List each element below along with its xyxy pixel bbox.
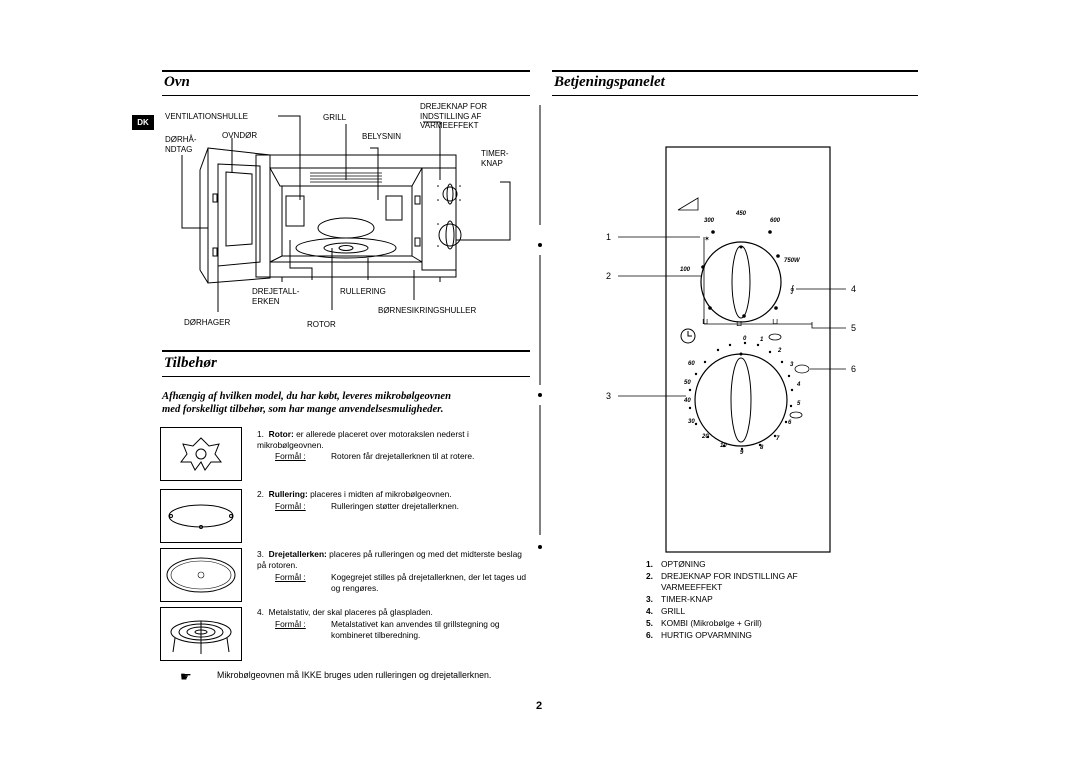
label-control-knob: DREJEKNAP FOR INDSTILLING AF VARMEEFFEKT bbox=[420, 102, 487, 130]
purpose-value: Rotoren får drejetallerknen til at roter… bbox=[331, 451, 475, 461]
language-badge: DK bbox=[132, 115, 154, 130]
item-4-purpose: Formål : Metalstativet kan anvendes til … bbox=[275, 619, 535, 641]
timer-mark-1: 1 bbox=[760, 337, 764, 343]
callout-3: 3 bbox=[606, 391, 612, 401]
label-roller-ring: RULLERING bbox=[340, 287, 386, 296]
item-1-text: 1. Rotor: er allerede placeret over moto… bbox=[257, 429, 469, 450]
defrost-icon: ✶ bbox=[704, 235, 710, 243]
panel-title-rule bbox=[552, 95, 918, 96]
power-setting-100: 100 bbox=[680, 267, 691, 273]
callout-2: 2 bbox=[606, 271, 612, 281]
power-setting-750w: 750W bbox=[784, 258, 801, 264]
timer-mark-9: 9 bbox=[740, 450, 744, 456]
timer-mark-4: 4 bbox=[796, 382, 801, 388]
label-hinges: DØRHAGER bbox=[184, 318, 231, 327]
oven-title-rule bbox=[162, 95, 530, 96]
roller-ring-icon bbox=[168, 504, 234, 529]
label-turntable: DREJETALL- ERKEN bbox=[252, 287, 300, 306]
roller-ring-image bbox=[160, 489, 242, 543]
timer-mark-40: 40 bbox=[683, 398, 691, 404]
timer-mark-60: 60 bbox=[688, 361, 695, 367]
purpose-label: Formål : bbox=[275, 619, 306, 629]
purpose-label: Formål : bbox=[275, 572, 306, 582]
metal-rack-icon bbox=[170, 620, 232, 654]
oven-top-rule bbox=[162, 70, 530, 72]
rotor-image bbox=[160, 427, 242, 481]
panel-section-title: Betjeningspanelet bbox=[554, 74, 665, 90]
callout-1: 1 bbox=[606, 232, 612, 242]
accessories-intro: Afhængig af hvilken model, du har købt, … bbox=[162, 391, 451, 415]
rotor-icon bbox=[180, 437, 222, 471]
timer-mark-30: 30 bbox=[688, 419, 695, 425]
power-setting-600: 600 bbox=[770, 218, 781, 224]
turntable-icon bbox=[166, 557, 236, 593]
item-2-text: 2. Rullering: placeres i midten af mikro… bbox=[257, 489, 452, 499]
combi-icon-left: ⊔ bbox=[702, 317, 708, 326]
callout-6: 6 bbox=[851, 364, 857, 374]
oven-diagram bbox=[181, 115, 511, 312]
accessories-top-rule bbox=[162, 350, 530, 352]
label-timer: TIMER- KNAP bbox=[481, 149, 509, 168]
purpose-value: Kogegrejet stilles på drejetallerknen, d… bbox=[331, 572, 527, 593]
grill-icon: ∮ bbox=[790, 284, 795, 294]
turntable-image bbox=[160, 548, 242, 602]
purpose-label: Formål : bbox=[275, 501, 306, 511]
label-grill: GRILL bbox=[323, 113, 347, 122]
item-3-purpose: Formål : Kogegrejet stilles på drejetall… bbox=[275, 572, 535, 594]
column-divider bbox=[538, 105, 542, 549]
label-light: BELYSNIN bbox=[362, 132, 401, 141]
timer-mark-7: 7 bbox=[776, 436, 780, 442]
timer-mark-3: 3 bbox=[790, 362, 794, 368]
callout-4: 4 bbox=[851, 284, 857, 294]
item-3-text: 3. Drejetallerken: placeres på rullering… bbox=[257, 549, 522, 570]
purpose-value: Rulleringen støtter drejetallerknen. bbox=[331, 501, 460, 511]
label-rotor: ROTOR bbox=[307, 320, 336, 329]
label-door: OVNDØR bbox=[222, 131, 258, 140]
accessories-section-title: Tilbehør bbox=[164, 355, 217, 371]
combi-icon-right: ⊔ bbox=[772, 317, 778, 326]
power-setting-450: 450 bbox=[735, 211, 747, 217]
safety-note: Mikrobølgeovnen må IKKE bruges uden rull… bbox=[217, 670, 492, 680]
timer-mark-5: 5 bbox=[797, 401, 801, 407]
timer-mark-50: 50 bbox=[684, 380, 691, 386]
label-safety-holes: BØRNESIKRINGSHULLER bbox=[378, 306, 477, 315]
timer-mark-2: 2 bbox=[777, 348, 782, 354]
accessories-title-rule bbox=[162, 376, 530, 377]
label-door-latch: DØRHÅ- NDTAG bbox=[165, 135, 197, 154]
power-setting-300: 300 bbox=[704, 218, 715, 224]
item-4-text: 4. Metalstativ, der skal placeres på gla… bbox=[257, 607, 433, 617]
callout-5: 5 bbox=[851, 323, 857, 333]
control-panel-diagram: 450 300 600 750W 100 ✶ ∮ ⊔ ⊔ ⊔ 0 1 2 3 4… bbox=[618, 146, 846, 553]
timer-mark-10: 10 bbox=[720, 443, 727, 449]
item-1-purpose: Formål : Rotoren får drejetallerknen til… bbox=[275, 451, 535, 463]
timer-mark-20: 20 bbox=[701, 434, 709, 440]
label-ventilation: VENTILATIONSHULLE bbox=[165, 112, 248, 121]
item-2-purpose: Formål : Rulleringen støtter drejetaller… bbox=[275, 501, 535, 513]
timer-mark-6: 6 bbox=[788, 420, 792, 426]
panel-top-rule bbox=[552, 70, 918, 72]
oven-section-title: Ovn bbox=[164, 74, 190, 90]
purpose-value: Metalstativet kan anvendes til grillsteg… bbox=[331, 619, 500, 640]
metal-rack-image bbox=[160, 607, 242, 661]
pointing-hand-icon: ☛ bbox=[180, 669, 192, 684]
purpose-label: Formål : bbox=[275, 451, 306, 461]
combi-icon-mid: ⊔ bbox=[736, 319, 742, 328]
timer-mark-0: 0 bbox=[743, 336, 747, 342]
timer-mark-8: 8 bbox=[760, 445, 764, 451]
page-number: 2 bbox=[536, 700, 543, 712]
